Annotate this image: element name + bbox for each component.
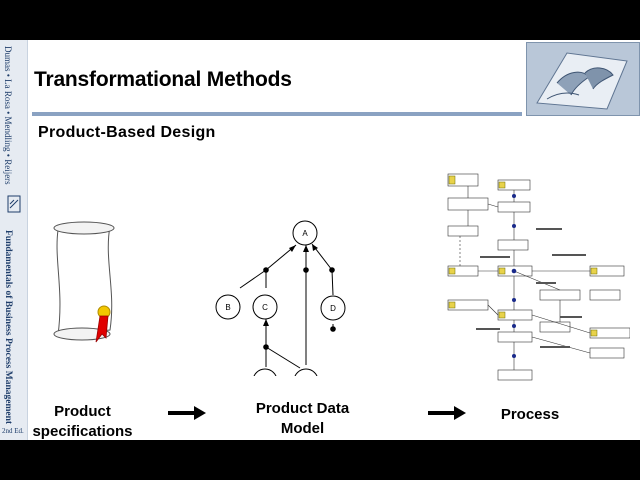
arrow-right-icon <box>168 406 206 420</box>
pdm-node-a <box>292 220 318 246</box>
pdm-node-c <box>252 294 278 320</box>
slide: Dumas • La Rosa • Mendling • Reijers Fun… <box>0 40 640 440</box>
slide-subtitle: Product-Based Design <box>38 124 216 141</box>
process-model-image <box>447 173 630 381</box>
caption-process: Process <box>500 406 560 423</box>
title-rule <box>32 112 522 116</box>
book-logo-icon <box>7 195 21 213</box>
pdm-node-b <box>215 294 241 320</box>
sidebar: Dumas • La Rosa • Mendling • Reijers Fun… <box>0 40 28 440</box>
slide-title: Transformational Methods <box>34 68 292 91</box>
caption-product-specifications: Product specifications <box>32 403 133 440</box>
sidebar-book-title: Fundamentals of Business Process Managem… <box>3 230 13 425</box>
pdm-label-b: B <box>225 303 230 312</box>
arrow-right-icon <box>428 406 466 420</box>
sidebar-edition: 2nd Ed. <box>2 427 24 435</box>
sidebar-authors: Dumas • La Rosa • Mendling • Reijers <box>3 46 13 185</box>
pdm-label-d: D <box>330 304 336 313</box>
drawing-hands-image <box>526 42 640 116</box>
pdm-node-f <box>294 368 318 376</box>
scroll-icon <box>53 221 115 343</box>
product-data-model-diagram: A B C D E F <box>215 220 346 376</box>
pdm-label-a: A <box>302 229 308 238</box>
pdm-node-e <box>253 368 277 376</box>
pdm-label-c: C <box>262 303 268 312</box>
pdm-node-d <box>320 295 346 321</box>
caption-product-data-model: Product Data Model <box>255 400 350 437</box>
